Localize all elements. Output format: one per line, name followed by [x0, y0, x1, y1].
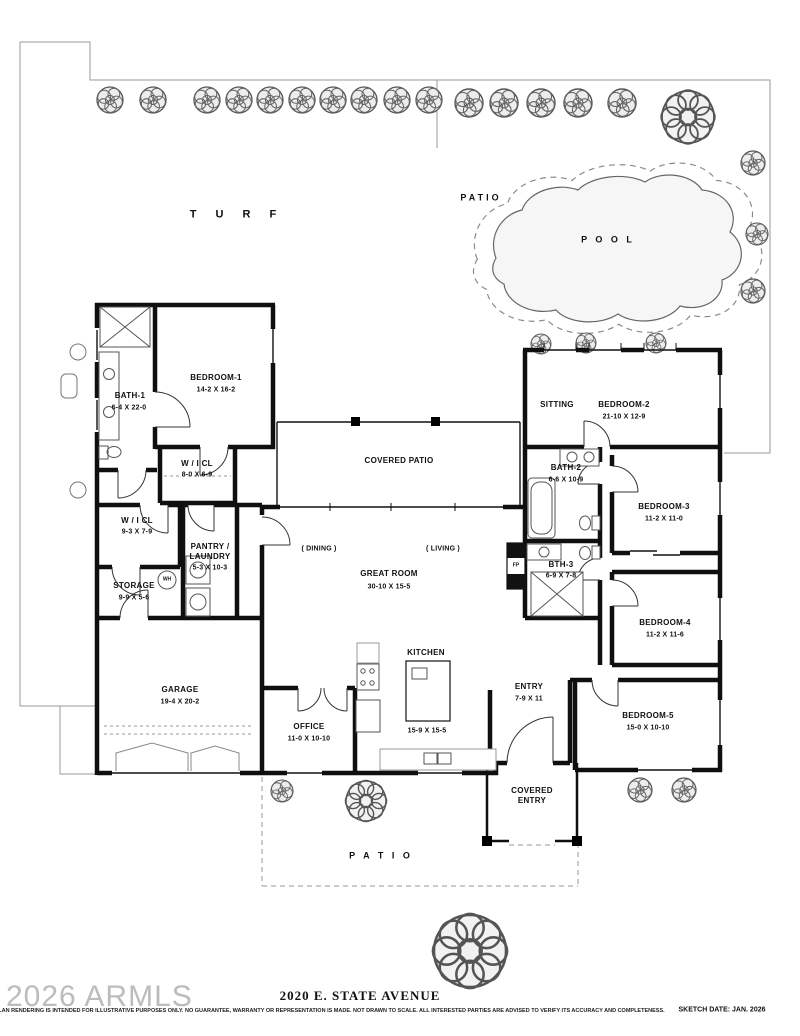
- patio-bottom-label: P A T I O: [349, 850, 413, 861]
- room-label-bath2: BATH-2: [550, 463, 582, 472]
- room-label-wicl2: W / I CL: [121, 516, 153, 525]
- room-label-bath1: BATH-1: [114, 391, 146, 400]
- address-title: 2020 E. STATE AVENUE: [279, 988, 441, 1003]
- room-label-garage: GARAGE: [161, 685, 199, 694]
- room-dims-bath2: 6-6 X 10-9: [548, 476, 584, 484]
- room-dims-bath1: 6-4 X 22-0: [111, 404, 147, 412]
- room-dims-wicl2: 9-3 X 7-9: [121, 528, 153, 536]
- covered-patio-outline: [276, 421, 521, 505]
- room-dims-bedroom1: 14-2 X 16-2: [196, 386, 236, 394]
- fireplace-icon: [506, 542, 526, 590]
- room-label-office: OFFICE: [293, 722, 325, 731]
- room-dims-bedroom4: 11-2 X 11-6: [645, 631, 685, 639]
- dashed-lines: [104, 475, 579, 887]
- room-label-covered-entry-2: ENTRY: [517, 796, 547, 805]
- room-dims-bedroom3: 11-2 X 11-0: [644, 515, 684, 523]
- room-dims-bedroom2: 21-10 X 12-9: [602, 413, 646, 421]
- room-label-dining: ( DINING ): [301, 545, 337, 553]
- sketch-date: SKETCH DATE: JAN. 2026: [678, 1006, 766, 1014]
- room-dims-garage: 19-4 X 20-2: [160, 698, 200, 706]
- patio-top-label: PATIO: [460, 192, 502, 203]
- room-dims-great-room: 30-10 X 15-5: [367, 583, 411, 591]
- window-ticks: [329, 343, 677, 511]
- fireplace-label: FP: [512, 562, 520, 569]
- armls-watermark: 2026 ARMLS: [6, 980, 193, 1013]
- disclaimer-text: FLOORPLAN RENDERING IS INTENDED FOR ILLU…: [0, 1008, 665, 1014]
- turf-label: T U R F: [189, 208, 285, 221]
- room-label-great-room: GREAT ROOM: [360, 569, 418, 578]
- room-label-pantry-laundry-1: PANTRY /: [190, 542, 230, 551]
- room-label-sitting: SITTING: [540, 400, 574, 409]
- room-label-covered-patio: COVERED PATIO: [364, 456, 434, 465]
- room-label-entry: ENTRY: [514, 682, 544, 691]
- room-dims-bedroom5: 15-0 X 10-10: [626, 724, 670, 732]
- room-label-bedroom4: BEDROOM-4: [639, 618, 691, 627]
- room-label-kitchen: KITCHEN: [407, 648, 445, 657]
- room-dims-wicl1: 8-0 X 6-9: [181, 471, 213, 479]
- room-label-bedroom2: BEDROOM-2: [598, 400, 650, 409]
- room-label-wicl1: W / I CL: [181, 459, 213, 468]
- water-heater-label: WH: [162, 576, 172, 583]
- room-label-bedroom1: BEDROOM-1: [190, 373, 242, 382]
- pool: [472, 162, 763, 334]
- fixtures: [60, 306, 601, 771]
- room-dims-entry: 7-9 X 11: [515, 695, 543, 703]
- room-label-storage: STORAGE: [113, 581, 155, 590]
- room-dims-kitchen: 15-9 X 15-5: [407, 727, 447, 735]
- room-dims-pantry-laundry: 5-3 X 10-3: [192, 564, 228, 572]
- room-dims-bth3: 6-9 X 7-8: [545, 572, 577, 580]
- posts: [351, 417, 582, 846]
- room-dims-storage: 9-9 X 5-6: [118, 594, 150, 602]
- room-label-covered-entry-1: COVERED: [511, 786, 553, 795]
- room-label-living: ( LIVING ): [426, 545, 460, 553]
- pool-label: P O O L: [581, 234, 635, 245]
- room-label-bedroom3: BEDROOM-3: [638, 502, 690, 511]
- windows: [93, 328, 721, 774]
- room-dims-office: 11-0 X 10-10: [287, 735, 331, 743]
- room-label-bedroom5: BEDROOM-5: [622, 711, 674, 720]
- room-label-pantry-laundry-2: LAUNDRY: [189, 552, 231, 561]
- room-label-bth3: BTH-3: [548, 560, 574, 569]
